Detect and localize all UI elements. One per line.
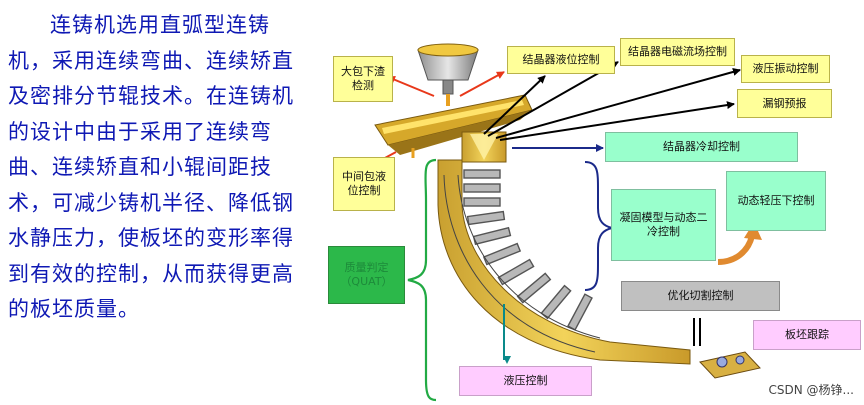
label-mold-level: 结晶器液位控制 bbox=[507, 46, 615, 74]
label-tundish-level: 中间包液位控制 bbox=[333, 157, 395, 211]
label-ladle-slag: 大包下渣检测 bbox=[333, 56, 393, 102]
description-paragraph: 连铸机选用直弧型连铸机，采用连续弯曲、连续矫直及密排分节辊技术。在连铸机的设计中… bbox=[8, 13, 294, 321]
tundish-graphic bbox=[374, 94, 533, 158]
watermark: CSDN @杨铮... bbox=[768, 383, 854, 397]
label-hydraulic-osc: 液压振动控制 bbox=[741, 55, 830, 83]
arrow-ladle-top bbox=[459, 71, 505, 97]
arrow-breakout bbox=[499, 101, 735, 141]
label-mold-emb: 结晶器电磁流场控制 bbox=[620, 38, 735, 66]
label-solidification: 凝固模型与动态二冷控制 bbox=[611, 189, 716, 261]
arrow-mold-level bbox=[483, 75, 546, 135]
strand-graphic bbox=[437, 159, 691, 365]
label-dynamic-reduction: 动态轻压下控制 bbox=[726, 171, 826, 231]
left-brace bbox=[407, 158, 437, 402]
label-mold-cooling: 结晶器冷却控制 bbox=[605, 132, 798, 162]
arrow-ladle-slag bbox=[387, 75, 435, 97]
label-quality: 质量判定（QUAT） bbox=[328, 246, 405, 304]
slab-graphic bbox=[693, 318, 761, 379]
label-breakout: 漏钢预报 bbox=[737, 89, 832, 118]
mold-graphic bbox=[461, 131, 507, 163]
label-slab-tracking: 板坯跟踪 bbox=[753, 320, 861, 350]
label-hydraulic-control: 液压控制 bbox=[459, 366, 592, 396]
arrow-dynamic-reduction bbox=[717, 235, 755, 265]
right-brace bbox=[584, 161, 613, 291]
arrow-mold-emb bbox=[487, 61, 619, 137]
arrow-dynamic-reduction-head bbox=[744, 222, 762, 240]
ladle-graphic bbox=[417, 43, 479, 106]
arrow-hydraulic-osc bbox=[495, 68, 741, 139]
label-cut-optimization: 优化切割控制 bbox=[621, 281, 780, 311]
